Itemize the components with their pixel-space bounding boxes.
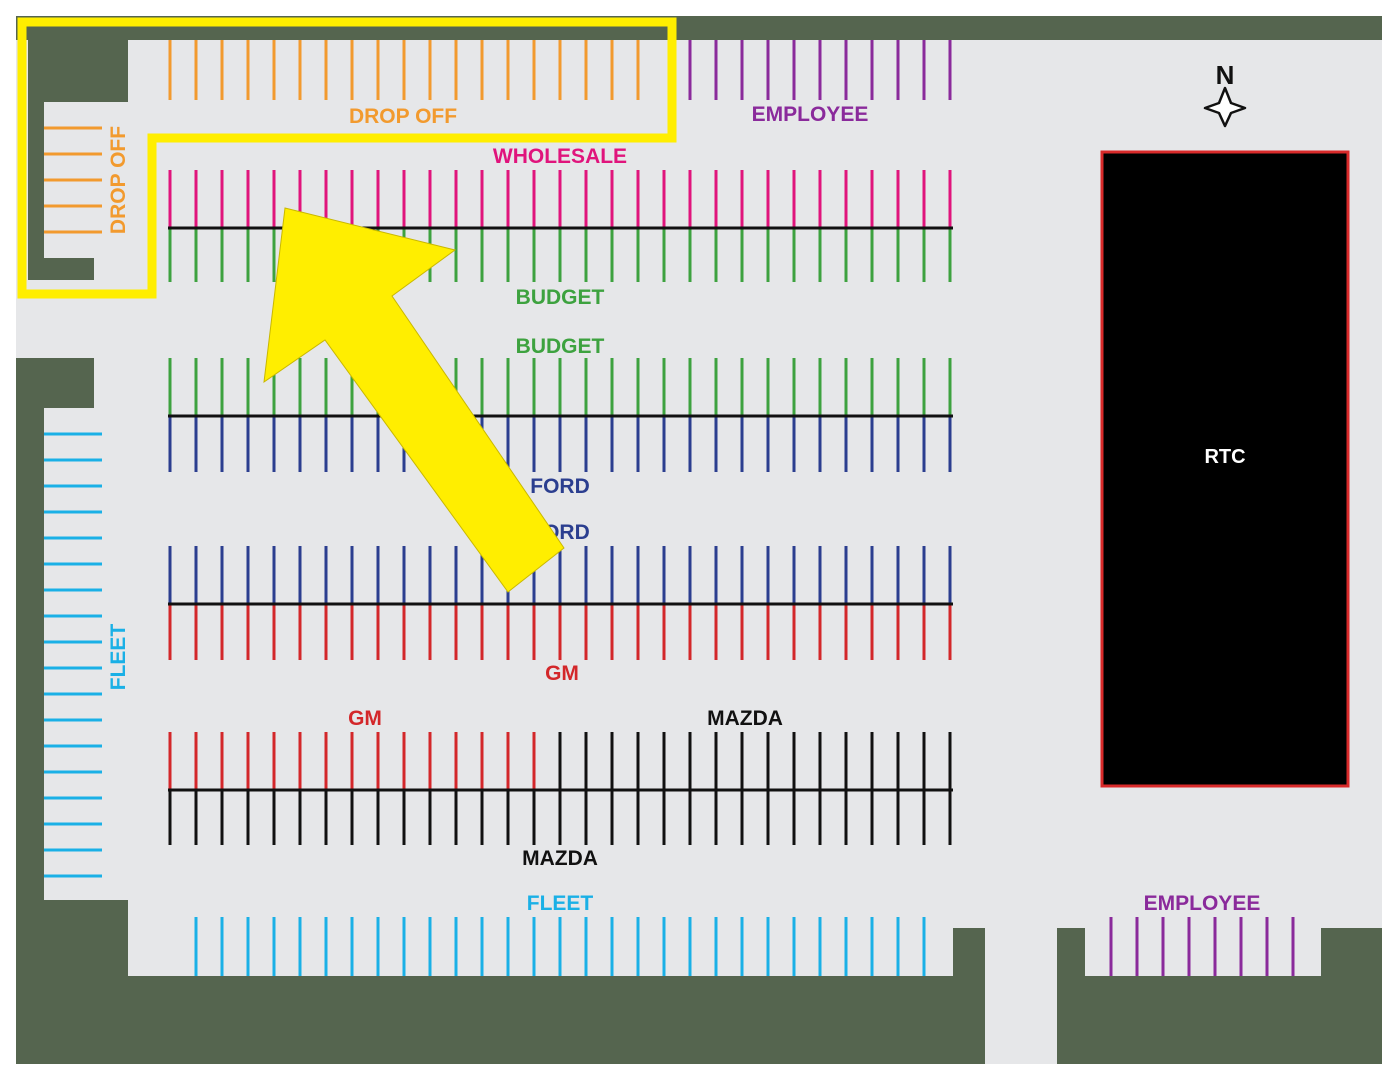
label-mazda-1: MAZDA: [707, 707, 783, 730]
label-ford-1: FORD: [530, 475, 590, 498]
label-budget-1: BUDGET: [516, 286, 605, 309]
compass-star-icon: N: [1203, 60, 1247, 128]
drop-off-pocket: [28, 28, 128, 280]
rtc-building-label: RTC: [1204, 446, 1245, 468]
rtc-building[interactable]: RTC: [1100, 150, 1350, 788]
label-employee-top: EMPLOYEE: [752, 103, 869, 126]
label-drop-off-side: DROP OFF: [107, 126, 130, 234]
drop-off-highlight: [17, 17, 677, 299]
compass-star-shape: [1203, 86, 1247, 128]
label-drop-off-top: DROP OFF: [349, 105, 457, 128]
label-wholesale: WHOLESALE: [493, 145, 627, 168]
highlight-arrow-icon: [263, 207, 565, 593]
label-mazda-2: MAZDA: [522, 847, 598, 870]
label-budget-2: BUDGET: [516, 335, 605, 358]
label-fleet-bottom: FLEET: [527, 892, 594, 915]
label-gm-1: GM: [545, 662, 579, 685]
label-employee-bottom: EMPLOYEE: [1144, 892, 1261, 915]
rtc-building-shape: [1100, 150, 1350, 788]
north-label: N: [1216, 60, 1235, 90]
section-labels: DROP OFF DROP OFF EMPLOYEE WHOLESALE BUD…: [107, 103, 1260, 915]
label-fleet-side: FLEET: [107, 624, 130, 691]
label-gm-2: GM: [348, 707, 382, 730]
